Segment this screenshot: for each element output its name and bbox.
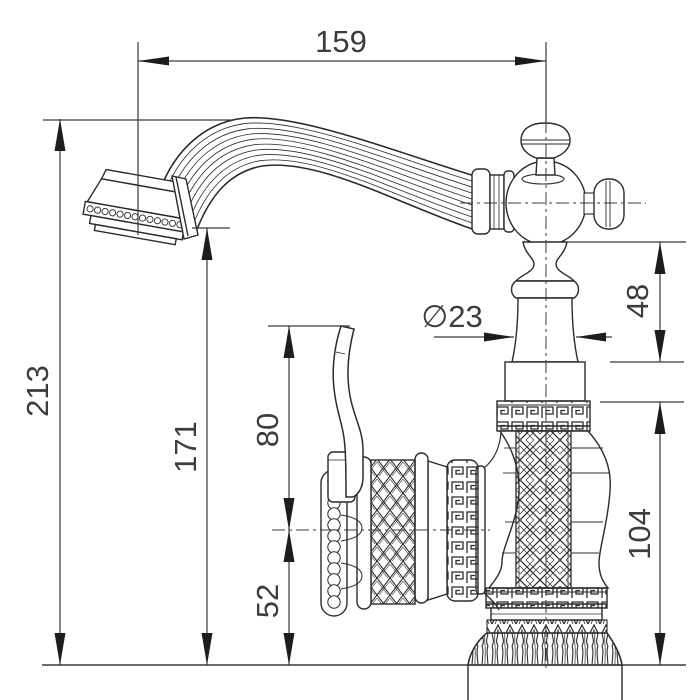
dim-label-80: 80 [250,413,285,447]
lever-handle [332,325,364,498]
main-body [487,430,611,589]
arrow [654,330,666,362]
extension-lines [42,42,686,666]
arrow [654,633,666,665]
fluted-base [467,632,623,666]
knob-face-arches [340,514,363,590]
faucet-figure [82,116,625,700]
dim-label-48: 48 [620,284,655,318]
dim-label-104: 104 [622,508,657,560]
dim-label-dia23: ∅23 [421,299,483,334]
dimension-arrows [54,56,666,665]
dim-label-213: 213 [20,365,55,417]
dimension-layer: 159 213 171 80 52 48 104 ∅23 [20,24,686,668]
arrow [138,56,169,66]
mixer-knob-assembly [320,325,502,617]
spout [159,116,479,234]
arrow [654,402,666,434]
spout-ribs [163,122,479,228]
arrow [283,633,295,665]
aerator-knurl-beads [86,205,191,230]
body-lattice-panel [515,430,572,589]
centerlines [272,120,646,668]
base-ring [490,607,603,621]
arrow [54,119,66,151]
arrow [654,242,666,274]
dimension-labels: 159 213 171 80 52 48 104 ∅23 [20,24,657,618]
arrow [54,633,66,665]
arrow [283,498,295,530]
dim-label-159: 159 [315,24,367,59]
side-screw-knob [583,178,625,230]
body-section-lines [502,447,610,554]
dim-label-171: 171 [168,421,203,473]
knurled-barrel [370,459,416,605]
aerator-strap [171,175,199,240]
arrow [484,332,514,342]
arrow [576,332,606,342]
greek-key-band-upper [496,400,591,432]
arrow [515,56,546,66]
arrow [201,228,213,260]
base-crown-band [486,619,608,634]
arrow [201,633,213,665]
arrow [283,530,295,562]
neck-dia23 [511,297,579,363]
neck-column [504,241,586,402]
arrow [283,326,295,358]
dim-label-52: 52 [250,584,285,618]
